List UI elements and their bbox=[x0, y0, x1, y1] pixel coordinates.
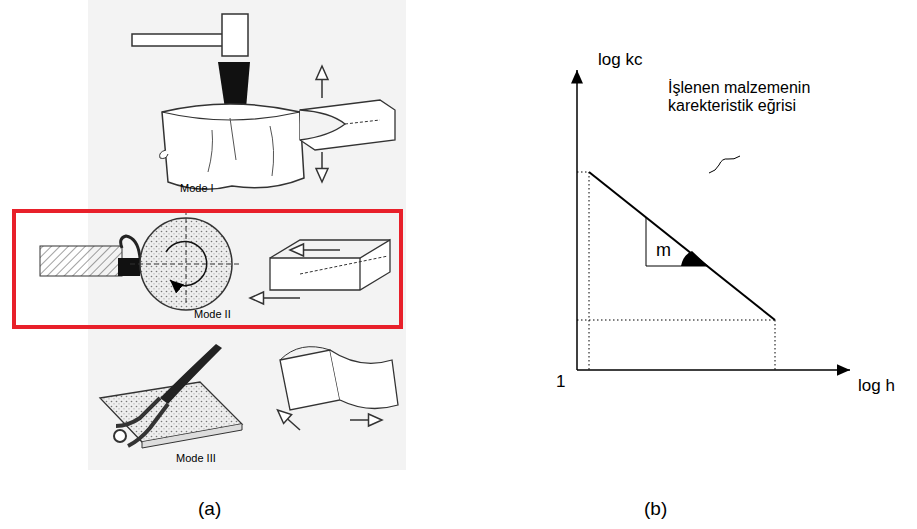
axis-label: log kc bbox=[598, 50, 642, 70]
mode-label: Mode III bbox=[176, 452, 216, 465]
slope-symbol: m bbox=[656, 240, 671, 261]
panel-label: (a) bbox=[198, 498, 221, 520]
curve-callout: İşlenen malzemenin karekteristik eğrisi bbox=[668, 79, 846, 116]
mode-label: Mode II bbox=[194, 308, 231, 321]
panel-label: (b) bbox=[644, 498, 667, 520]
axis-label: log h bbox=[858, 376, 895, 396]
highlight-frame: Mode II bbox=[12, 209, 403, 329]
origin-number: 1 bbox=[556, 372, 565, 392]
mode-label: Mode I bbox=[180, 182, 214, 195]
